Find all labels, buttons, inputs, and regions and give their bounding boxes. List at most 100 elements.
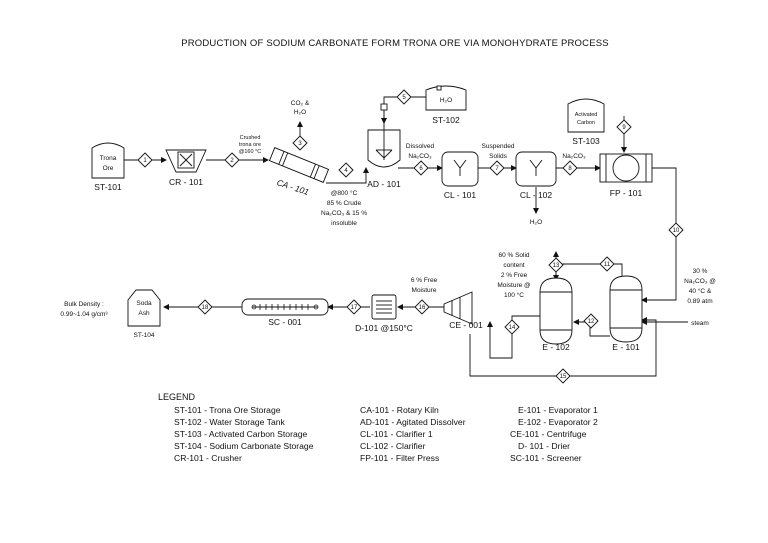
stream-number: 18 bbox=[202, 305, 209, 311]
h2o-out-note: H₂O bbox=[530, 219, 542, 226]
st104-inner-2: Ash bbox=[138, 310, 150, 317]
stream-number: 15 bbox=[560, 374, 567, 380]
cl102-label: CL - 102 bbox=[520, 190, 553, 200]
legend: LEGEND ST-101 - Trona Ore Storage ST-102… bbox=[158, 392, 598, 463]
st103-inner-2: Carbon bbox=[577, 120, 595, 126]
stream-tag-diamond bbox=[346, 299, 362, 315]
stream-tag-diamond bbox=[562, 160, 578, 176]
st101-inner-2: Ore bbox=[103, 165, 114, 172]
crushed-note-1: Crushed bbox=[240, 135, 261, 141]
st102-inner: H₂O bbox=[440, 97, 452, 104]
dissolved-note-2: Na₂CO₃ bbox=[408, 153, 432, 160]
stream-tag-diamond bbox=[413, 160, 429, 176]
evaporator-1: E - 101 bbox=[609, 275, 643, 352]
stream-tag-diamond bbox=[555, 368, 571, 384]
legend-entry: ST-101 - Trona Ore Storage bbox=[174, 405, 281, 415]
stream-tag-diamond bbox=[197, 299, 213, 315]
stream-tag: 9 bbox=[616, 119, 632, 135]
filter-press: FP - 101 bbox=[599, 153, 653, 198]
water-storage-tank: H₂O ST-102 bbox=[425, 85, 467, 125]
ca-out-note-4: insoluble bbox=[331, 220, 357, 227]
stream-tag-diamond bbox=[224, 152, 240, 168]
cl101-label: CL - 101 bbox=[444, 190, 477, 200]
st102-label: ST-102 bbox=[432, 115, 460, 125]
stream-tag: 18 bbox=[197, 299, 213, 315]
soda-ash-storage: Soda Ash ST-104 bbox=[127, 289, 161, 339]
agitated-dissolver: AD - 101 bbox=[367, 103, 401, 189]
legend-entry: AD-101 - Agitated Dissolver bbox=[360, 417, 466, 427]
stream-tag-diamond bbox=[292, 135, 308, 151]
fp101-label: FP - 101 bbox=[610, 188, 643, 198]
stream-tag-diamond bbox=[599, 256, 615, 272]
stream-number: 7 bbox=[495, 166, 499, 172]
stream-tag: 13 bbox=[548, 257, 564, 273]
stream-number: 2 bbox=[230, 158, 234, 164]
line-s12 bbox=[573, 319, 610, 337]
stream-number: 17 bbox=[351, 305, 358, 311]
legend-entry: SC-101 - Screener bbox=[510, 453, 582, 463]
stream-number: 1 bbox=[143, 158, 147, 164]
stream-tag: 11 bbox=[599, 256, 615, 272]
evaporator-2: E - 102 bbox=[539, 277, 573, 352]
legend-entry: CA-101 - Rotary Kiln bbox=[360, 405, 439, 415]
stream-tag: 1 bbox=[137, 152, 153, 168]
st103-label: ST-103 bbox=[572, 136, 600, 146]
legend-entry: E-102 - Evaporator 2 bbox=[518, 417, 598, 427]
line-s10 bbox=[641, 167, 677, 303]
legend-entry: ST-102 - Water Storage Tank bbox=[174, 417, 286, 427]
steam-note: steam bbox=[691, 320, 709, 327]
legend-entry: ST-104 - Sodium Carbonate Storage bbox=[174, 441, 314, 451]
legend-entry: CR-101 - Crusher bbox=[174, 453, 242, 463]
stream-number: 3 bbox=[298, 141, 302, 147]
stream-tag: 2 bbox=[224, 152, 240, 168]
stream-tag-diamond bbox=[583, 313, 599, 329]
legend-entry: E-101 - Evaporator 1 bbox=[518, 405, 598, 415]
stream-number: 10 bbox=[673, 228, 680, 234]
st101-label: ST-101 bbox=[94, 182, 122, 192]
sc001-label: SC - 001 bbox=[268, 317, 302, 327]
stream-number: 14 bbox=[509, 325, 516, 331]
line-s14 bbox=[487, 315, 540, 359]
e101-label: E - 101 bbox=[612, 342, 640, 352]
conc-note-3: 40 °C & bbox=[689, 287, 712, 295]
legend-entry: FP-101 - Filter Press bbox=[360, 453, 439, 463]
stream-tag: 17 bbox=[346, 299, 362, 315]
conc-note-1: 30 % bbox=[693, 268, 708, 275]
stream-tag-diamond bbox=[396, 89, 412, 105]
free-moisture-note-2: Moisture bbox=[412, 287, 437, 294]
activated-carbon-storage: Activated Carbon ST-103 bbox=[567, 98, 605, 146]
line-s15 bbox=[469, 317, 657, 377]
stream-tag-diamond bbox=[414, 299, 430, 315]
stream-number: 11 bbox=[604, 262, 611, 268]
ad101-label: AD - 101 bbox=[367, 179, 401, 189]
diagram-title: PRODUCTION OF SODIUM CARBONATE FORM TRON… bbox=[181, 38, 609, 49]
stream-number: 16 bbox=[419, 305, 426, 311]
free-moisture-note-1: 6 % Free bbox=[411, 277, 438, 284]
legend-entry: CE-101 - Centrifuge bbox=[510, 429, 587, 439]
ca101-label: CA - 101 bbox=[276, 177, 311, 197]
solid-note-1: 60 % Solid bbox=[498, 252, 529, 259]
stream-tag: 3 bbox=[292, 135, 308, 151]
dissolved-note-1: Dissolved bbox=[406, 143, 435, 150]
st104-label: ST-104 bbox=[134, 332, 155, 339]
stream-tag: 8 bbox=[562, 160, 578, 176]
suspended-note-1: Suspended bbox=[482, 143, 515, 150]
suspended-note-2: Solids bbox=[489, 153, 507, 160]
stream-tag: 5 bbox=[396, 89, 412, 105]
stream-tag: 10 bbox=[668, 222, 684, 238]
st104-inner-1: Soda bbox=[136, 300, 152, 307]
stream-number: 12 bbox=[588, 319, 595, 325]
stream-tag-diamond bbox=[548, 257, 564, 273]
legend-entry: CL-102 - Clarifier bbox=[360, 441, 426, 451]
stream-tag: 4 bbox=[338, 162, 354, 178]
ca-out-note-1: @800 °C bbox=[331, 189, 358, 197]
solid-note-4: Moisture @ bbox=[497, 282, 531, 289]
stream-tag-diamond bbox=[616, 119, 632, 135]
clarifier-1: CL - 101 bbox=[441, 151, 479, 200]
conc-note-4: 0.89 atm bbox=[687, 298, 712, 305]
trona-ore-storage: Trona Ore ST-101 bbox=[91, 142, 125, 192]
drier: D-101 @150°C bbox=[355, 294, 413, 333]
solid-note-2: content bbox=[503, 262, 525, 269]
d101-label: D-101 @150°C bbox=[355, 323, 413, 333]
clarifier-2: CL - 102 bbox=[515, 151, 557, 200]
